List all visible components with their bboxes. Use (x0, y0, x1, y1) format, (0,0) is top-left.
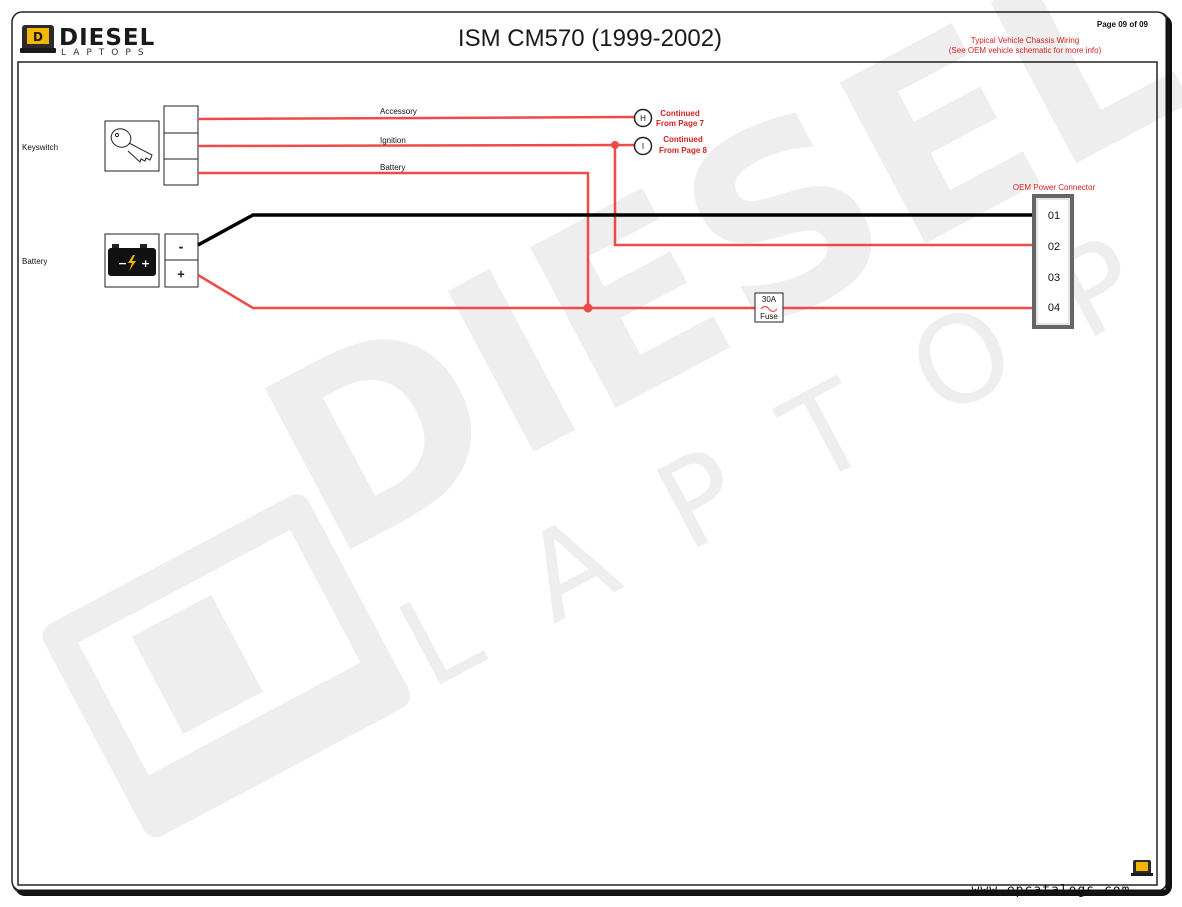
oem-power-connector: OEM Power Connector 01 02 03 04 (1013, 183, 1096, 329)
keyswitch-terminal-ignition (163, 132, 199, 160)
fuse-label: Fuse (760, 312, 778, 321)
page-title: ISM CM570 (1999-2002) (458, 25, 722, 52)
battery-icon: − + (108, 244, 156, 276)
page-number: Page 09 of 09 (1097, 20, 1149, 29)
svg-text:−: − (118, 257, 127, 270)
connector-h-note-line2: From Page 7 (656, 119, 705, 128)
battery-terminal-positive (164, 259, 199, 288)
oem-connector-body (1032, 194, 1074, 329)
wire-label-battery: Battery (380, 163, 405, 172)
oem-pin-01: 01 (1048, 210, 1060, 222)
oem-pin-03: 03 (1048, 272, 1060, 284)
connector-h-note-line1: Continued (660, 109, 700, 118)
chassis-note-line1: Typical Vehicle Chassis Wiring (971, 36, 1079, 45)
wire-label-ignition: Ignition (380, 136, 406, 145)
keyswitch-terminal-battery (163, 158, 199, 186)
battery-negative-sign: - (177, 240, 184, 254)
svg-text:+: + (141, 257, 150, 270)
splice-battery (583, 303, 593, 313)
oem-connector-label: OEM Power Connector (1013, 183, 1096, 192)
drawing-border (17, 61, 1158, 886)
wire-ignition (197, 143, 635, 148)
keyswitch-label: Keyswitch (22, 143, 58, 152)
oem-pin-02: 02 (1048, 241, 1060, 253)
offpage-connector-h: H Continued From Page 7 (633, 108, 705, 128)
brand-name: DIESEL (59, 25, 155, 51)
svg-text:D: D (33, 30, 43, 44)
battery-terminal-negative (164, 233, 199, 261)
connector-i-note-line1: Continued (663, 135, 703, 144)
wire-accessory (197, 115, 635, 121)
battery: − + - + (104, 233, 199, 288)
connector-i-note-line2: From Page 8 (659, 146, 708, 155)
fuse: 30A Fuse (754, 292, 784, 323)
fuse-rating: 30A (762, 295, 777, 304)
keyswitch-terminal-accessory (163, 105, 199, 134)
brand-logo: D DIESEL LAPTOPS (20, 25, 155, 58)
oem-pin-04: 04 (1048, 302, 1060, 314)
keyswitch (104, 105, 199, 186)
battery-label: Battery (22, 257, 47, 266)
fuse-icon (760, 305, 778, 313)
website-footer: www.epcatalogs.com (972, 883, 1131, 898)
offpage-connector-i: I Continued From Page 8 (633, 135, 708, 156)
battery-positive-sign: + (177, 267, 184, 281)
footer-logo-icon (1131, 860, 1153, 876)
wire-ground-to-pin01 (197, 213, 1034, 247)
wire-battery-switched (198, 171, 590, 308)
wire-ignition-to-pin02 (613, 145, 1034, 247)
wire-label-accessory: Accessory (380, 107, 417, 116)
svg-text:H: H (640, 114, 646, 123)
splice-ignition (611, 141, 619, 149)
brand-sub: LAPTOPS (61, 48, 151, 58)
chassis-note-line2: (See OEM vehicle schematic for more info… (949, 46, 1102, 55)
keyswitch-box (104, 120, 160, 172)
svg-text:I: I (642, 142, 644, 151)
key-icon (110, 128, 153, 163)
